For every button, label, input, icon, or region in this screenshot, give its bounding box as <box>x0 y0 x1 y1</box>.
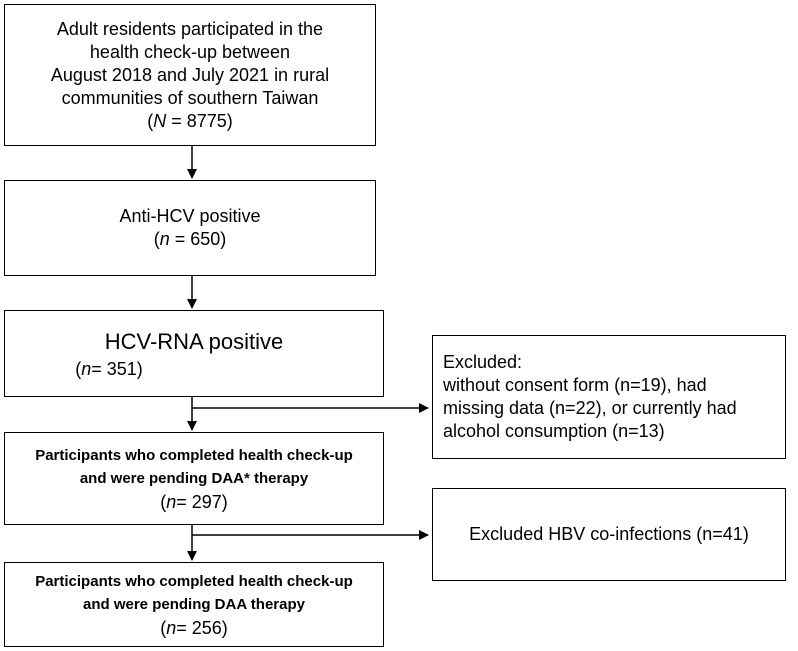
box-exclusion-hbv: Excluded HBV co-infections (n=41) <box>432 488 786 581</box>
box3-label: HCV-RNA positive <box>104 328 284 354</box>
box2-label: Anti-HCV positive <box>119 206 261 226</box>
box1-count: (N = 8775) <box>147 110 233 131</box>
box3-count: (n= 351) <box>75 358 143 379</box>
excl2-label: Excluded HBV co-infections (n=41) <box>469 524 749 544</box>
box2-count: (n = 650) <box>153 229 227 249</box>
excl1-line-2: without consent form (n=19), had <box>443 375 707 395</box>
excl1-line-1: Excluded: <box>443 352 523 372</box>
box4-line-2: and were pending DAA* therapy <box>79 469 309 487</box>
box5-line-1: Participants who completed health check-… <box>35 572 353 590</box>
excl1-line-4: alcohol consumption (n=13) <box>443 421 665 441</box>
box5-count: (n= 256) <box>160 617 228 638</box>
box5-line-2: and were pending DAA therapy <box>83 595 305 613</box>
box4-line-1: Participants who completed health check-… <box>35 446 353 464</box>
box1-line-4: communities of southern Taiwan <box>61 87 319 108</box>
box-anti-hcv-positive: Anti-HCV positive (n = 650) <box>4 180 376 276</box>
box-hcv-rna-positive: HCV-RNA positive (n= 351) <box>4 310 384 397</box>
box1-line-3: August 2018 and July 2021 in rural <box>50 64 330 85</box>
box1-line-1: Adult residents participated in the <box>56 18 324 39</box>
box-adult-residents: Adult residents participated in the heal… <box>4 4 376 146</box>
box4-count: (n= 297) <box>160 491 228 512</box>
box-participants-pending-daa-star: Participants who completed health check-… <box>4 432 384 525</box>
box-exclusion-consent-missing-alcohol: Excluded: without consent form (n=19), h… <box>432 335 786 459</box>
excl1-line-3: missing data (n=22), or currently had <box>443 398 737 418</box>
box1-line-2: health check-up between <box>89 41 291 62</box>
box-participants-pending-daa: Participants who completed health check-… <box>4 562 384 647</box>
